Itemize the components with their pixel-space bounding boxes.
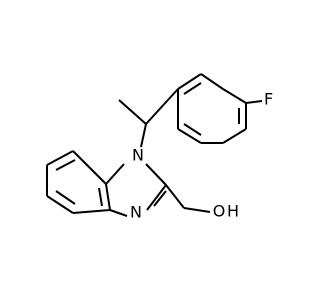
structure-diagram: F N N O H xyxy=(46,73,273,222)
bond-ch-n xyxy=(140,123,147,148)
atom-hydrogen: H xyxy=(227,202,239,221)
double-bond-inner xyxy=(55,190,76,205)
imidazole-ring xyxy=(105,163,167,217)
bond-methyl xyxy=(118,99,147,125)
bond-c-f xyxy=(245,100,263,104)
double-bond-inner xyxy=(153,190,167,207)
bond xyxy=(72,150,107,185)
benzo-ring xyxy=(46,150,111,214)
atom-nitrogen-1: N xyxy=(132,146,144,165)
bond xyxy=(145,163,167,186)
bond xyxy=(46,195,74,214)
bond xyxy=(146,184,167,211)
atom-fluorine: F xyxy=(264,90,273,109)
double-bond-inner xyxy=(183,123,202,136)
bond xyxy=(222,128,247,144)
fluorophenyl-ring xyxy=(177,73,247,144)
bond xyxy=(105,183,111,211)
bond xyxy=(222,88,247,104)
bond xyxy=(46,150,74,166)
atom-oxygen: O xyxy=(213,202,226,221)
bond xyxy=(177,73,202,90)
bond-ch-aryl xyxy=(145,88,179,125)
double-bond-inner xyxy=(183,82,202,95)
bond xyxy=(200,73,224,90)
bond xyxy=(177,128,202,144)
double-bond-inner xyxy=(98,187,103,207)
atom-nitrogen-3: N xyxy=(130,203,142,222)
bond-ch2-o xyxy=(183,207,211,213)
bond xyxy=(72,209,111,214)
bond xyxy=(105,163,125,185)
bond xyxy=(109,209,128,217)
double-bond-inner xyxy=(55,159,76,171)
bond-c-ch2 xyxy=(165,184,185,209)
